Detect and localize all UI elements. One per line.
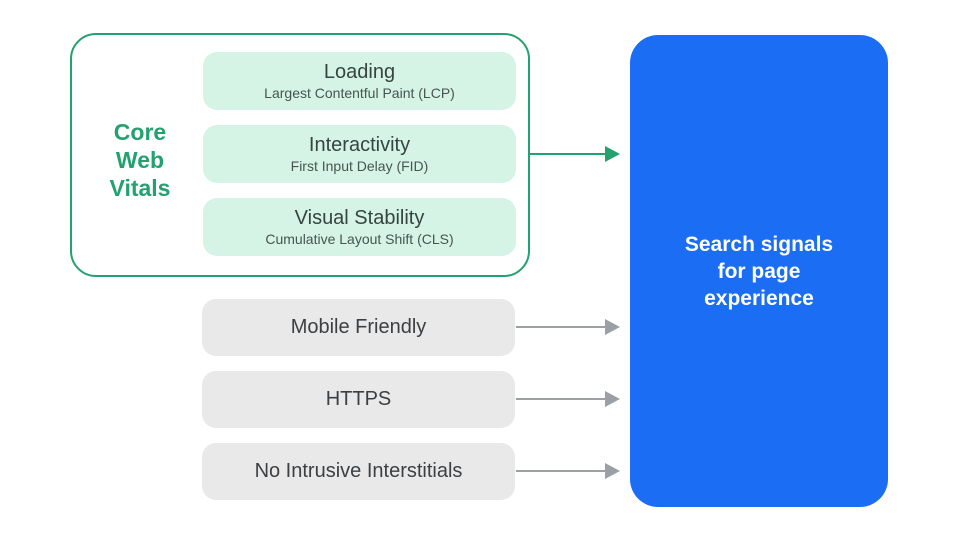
signal-box-mobile-friendly: Mobile Friendly bbox=[202, 299, 515, 356]
vital-subtitle-fid: First Input Delay (FID) bbox=[290, 158, 429, 174]
core-web-vitals-label: Core Web Vitals bbox=[109, 119, 171, 201]
vital-subtitle-lcp: Largest Contentful Paint (LCP) bbox=[264, 85, 455, 101]
arrow-https-head bbox=[605, 391, 620, 407]
arrow-no-intrusive-interstitials-line bbox=[516, 470, 607, 472]
vital-title-visual-stability: Visual Stability bbox=[294, 207, 425, 229]
signal-box-no-intrusive-interstitials: No Intrusive Interstitials bbox=[202, 443, 515, 500]
arrow-core-web-vitals-line bbox=[530, 153, 607, 155]
signal-label-mobile-friendly: Mobile Friendly bbox=[290, 316, 427, 338]
arrow-https-line bbox=[516, 398, 607, 400]
vital-title-loading: Loading bbox=[323, 61, 396, 83]
vital-box-interactivity: Interactivity First Input Delay (FID) bbox=[203, 125, 516, 183]
vital-box-visual-stability: Visual Stability Cumulative Layout Shift… bbox=[203, 198, 516, 256]
signal-label-no-intrusive-interstitials: No Intrusive Interstitials bbox=[254, 460, 463, 482]
signal-box-https: HTTPS bbox=[202, 371, 515, 428]
arrow-no-intrusive-interstitials-head bbox=[605, 463, 620, 479]
vital-title-interactivity: Interactivity bbox=[308, 134, 411, 156]
arrow-mobile-friendly-head bbox=[605, 319, 620, 335]
signal-label-https: HTTPS bbox=[325, 388, 392, 410]
vital-subtitle-cls: Cumulative Layout Shift (CLS) bbox=[265, 231, 454, 247]
vital-box-loading: Loading Largest Contentful Paint (LCP) bbox=[203, 52, 516, 110]
arrow-core-web-vitals-head bbox=[605, 146, 620, 162]
search-signals-box: Search signals for page experience bbox=[630, 35, 888, 507]
arrow-mobile-friendly-line bbox=[516, 326, 607, 328]
search-signals-label: Search signals for page experience bbox=[684, 232, 834, 310]
